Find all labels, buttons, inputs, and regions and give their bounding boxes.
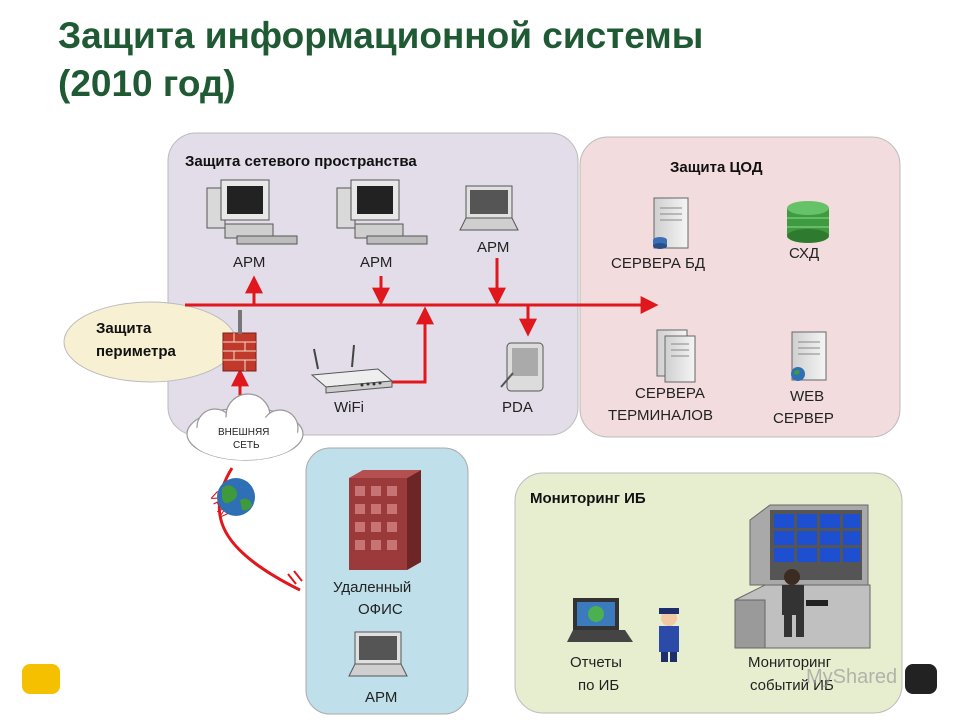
slide-title: Защита информационной системы (2010 год)	[58, 12, 918, 108]
arm3-label: АРМ	[477, 239, 509, 256]
db-servers-label: СЕРВЕРА БД	[611, 255, 705, 272]
network-zone-title: Защита сетевого пространства	[185, 153, 417, 170]
cloud-label-line1: ВНЕШНЯЯ	[218, 427, 269, 438]
office-building-icon	[349, 470, 421, 570]
web-server-icon	[791, 331, 827, 381]
terminal-servers-icon	[656, 329, 696, 383]
terminal-servers-label-line2: ТЕРМИНАЛОВ	[608, 407, 713, 424]
cloud-icon	[186, 393, 304, 461]
right-corner-decoration	[905, 664, 937, 694]
pda-icon	[500, 342, 544, 392]
laptop-icon	[567, 598, 633, 642]
desktop-pc-icon	[336, 179, 428, 245]
office-arm-label: АРМ	[365, 689, 397, 706]
laptop-icon	[348, 631, 408, 677]
db-server-icon	[653, 197, 689, 249]
monitoring-zone-title: Мониторинг ИБ	[530, 490, 646, 507]
perimeter-label-line2: периметра	[96, 343, 177, 360]
watermark: MyShared	[806, 666, 897, 688]
storage-icon	[787, 201, 829, 243]
reports-label-line2: по ИБ	[578, 677, 619, 694]
laptop-icon	[459, 185, 519, 231]
wifi-router-icon	[310, 344, 394, 394]
events-monitoring-label-line1: Мониторинг	[748, 654, 832, 671]
cloud-label-line2: СЕТЬ	[233, 440, 260, 451]
datacenter-zone-title: Защита ЦОД	[670, 159, 763, 176]
link-wifi	[390, 306, 434, 384]
slide-title-line2: (2010 год)	[58, 63, 236, 104]
remote-office-label-line1: Удаленный	[333, 579, 411, 596]
storage-label: СХД	[789, 245, 819, 262]
remote-office-label-line2: ОФИС	[358, 601, 403, 618]
firewall-icon	[222, 310, 257, 372]
events-monitoring-label-line2: событий ИБ	[750, 677, 834, 694]
security-guard-icon	[659, 608, 679, 662]
globe-icon	[217, 478, 255, 516]
desktop-pc-icon	[206, 179, 298, 245]
arm2-label: АРМ	[360, 254, 392, 271]
arm1-label: АРМ	[233, 254, 265, 271]
datacenter-zone	[579, 136, 901, 438]
web-server-label-line1: WEB	[790, 388, 824, 405]
vpn-break-mark	[287, 573, 297, 585]
perimeter-label-line1: Защита	[96, 320, 152, 337]
web-server-label-line2: СЕРВЕР	[773, 410, 834, 427]
remote-office-zone	[305, 447, 469, 715]
pda-label: PDA	[502, 399, 533, 416]
slide-title-line1: Защита информационной системы	[58, 15, 704, 56]
left-corner-decoration	[22, 664, 60, 694]
reports-label-line1: Отчеты	[570, 654, 622, 671]
perimeter-zone	[63, 301, 237, 383]
wifi-label: WiFi	[334, 399, 364, 416]
monitoring-station-icon	[734, 504, 871, 649]
terminal-servers-label-line1: СЕРВЕРА	[635, 385, 705, 402]
